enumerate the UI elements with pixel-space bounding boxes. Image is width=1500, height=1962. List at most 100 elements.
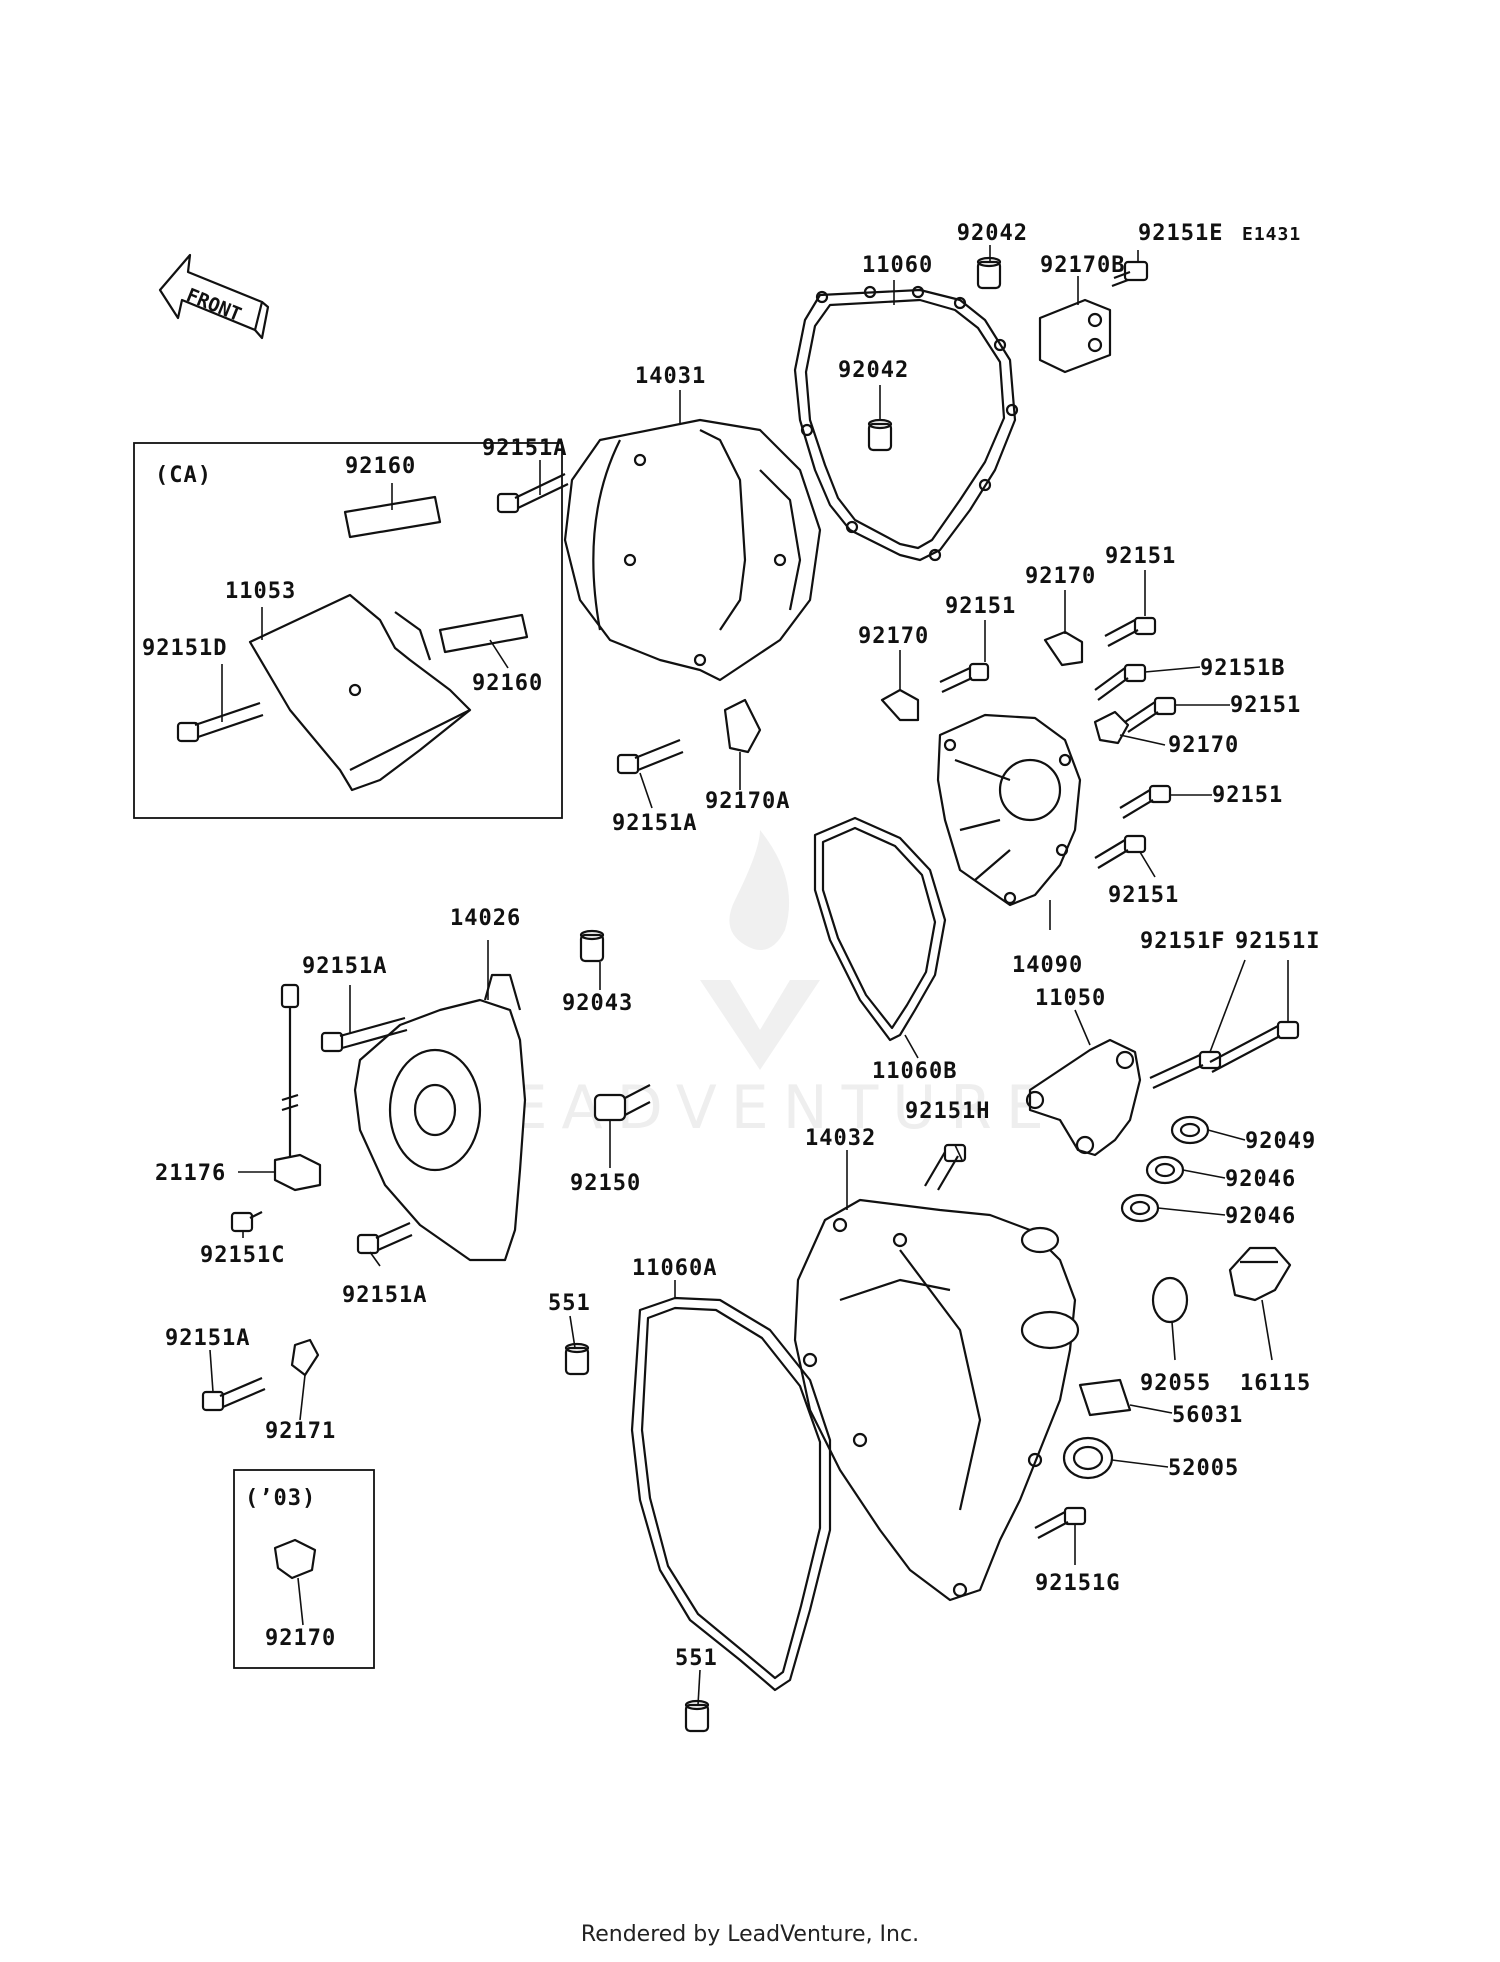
part-92046-bearing-a (1145, 1155, 1185, 1185)
diagram-code: E1431 (1242, 224, 1301, 245)
label-92170A[interactable]: 92170A (705, 789, 790, 814)
label-92151-a[interactable]: 92151 (1105, 544, 1176, 569)
label-92151F[interactable]: 92151F (1140, 929, 1225, 954)
part-92170-clamp-c (1093, 710, 1130, 745)
part-92170A-clamp (723, 698, 762, 754)
part-92151I-bolt (1209, 1020, 1300, 1073)
watermark: LEADVENTURE (462, 830, 1058, 1143)
label-92170B[interactable]: 92170B (1040, 253, 1125, 278)
part-92151A-bolt-5 (201, 1376, 266, 1412)
part-14031-cover (563, 418, 822, 682)
label-92049[interactable]: 92049 (1245, 1129, 1316, 1154)
label-92151I[interactable]: 92151I (1235, 929, 1320, 954)
part-14026-cover (353, 973, 527, 1262)
label-14032[interactable]: 14032 (805, 1126, 876, 1151)
label-11060B[interactable]: 11060B (872, 1059, 957, 1084)
part-labels: 92042 92151E 11060 92170B 14031 92042 92… (142, 221, 1320, 1671)
part-92171-clamp (290, 1338, 320, 1377)
inset-ca-box (133, 442, 563, 819)
part-11053-shield (248, 593, 472, 792)
label-92150[interactable]: 92150 (570, 1171, 641, 1196)
label-21176[interactable]: 21176 (155, 1161, 226, 1186)
part-21176-sensor (273, 983, 322, 1192)
label-11060[interactable]: 11060 (862, 253, 933, 278)
label-14026[interactable]: 14026 (450, 906, 521, 931)
label-92151C[interactable]: 92151C (200, 1243, 285, 1268)
label-14090[interactable]: 14090 (1012, 953, 1083, 978)
label-92151E[interactable]: 92151E (1138, 221, 1223, 246)
label-92151A-5[interactable]: 92151A (165, 1326, 250, 1351)
part-92160-label-2 (438, 613, 529, 654)
part-92151-bolt-b (939, 662, 990, 693)
label-14031[interactable]: 14031 (635, 364, 706, 389)
part-92151-bolt-d (1119, 784, 1172, 819)
label-92055[interactable]: 92055 (1140, 1371, 1211, 1396)
part-92151-bolt-e (1094, 834, 1147, 869)
label-551-a[interactable]: 551 (548, 1291, 591, 1316)
part-56031-label (1078, 1378, 1132, 1417)
label-92042-top[interactable]: 92042 (957, 221, 1028, 246)
label-92151A-4[interactable]: 92151A (342, 1283, 427, 1308)
label-92046-b[interactable]: 92046 (1225, 1204, 1296, 1229)
part-14032-cover (793, 1198, 1080, 1602)
label-92160-1[interactable]: 92160 (345, 454, 416, 479)
inset-03-box (233, 1469, 375, 1669)
part-92170-clamp-a (880, 688, 920, 722)
label-92151A-2[interactable]: 92151A (612, 811, 697, 836)
part-11060-gasket (793, 285, 1019, 562)
part-92151-bolt-a (1104, 616, 1157, 647)
part-92151E-bolt (1111, 260, 1149, 288)
label-92151-e[interactable]: 92151 (1108, 883, 1179, 908)
inset-ca-label: (CA) (155, 463, 212, 488)
label-92170-inset[interactable]: 92170 (265, 1626, 336, 1651)
label-92160-2[interactable]: 92160 (472, 671, 543, 696)
label-16115[interactable]: 16115 (1240, 1371, 1311, 1396)
label-92151D[interactable]: 92151D (142, 636, 227, 661)
label-92151H[interactable]: 92151H (905, 1099, 990, 1124)
part-92151A-bolt-4 (356, 1221, 413, 1255)
part-92151D-bolt (176, 701, 264, 743)
part-11050-bracket (1025, 1038, 1142, 1157)
label-92170-a[interactable]: 92170 (1025, 564, 1096, 589)
label-92170-b[interactable]: 92170 (858, 624, 929, 649)
label-92151G[interactable]: 92151G (1035, 1571, 1120, 1596)
part-92151G-bolt (1034, 1506, 1087, 1539)
footer-credit: Rendered by LeadVenture, Inc. (580, 1922, 920, 1947)
leader-lines (209, 245, 1289, 1706)
part-92151A-bolt-2 (616, 738, 684, 775)
part-92042-dowel-top (976, 256, 1002, 290)
part-11060B-gasket (813, 816, 947, 1042)
label-56031[interactable]: 56031 (1172, 1403, 1243, 1428)
watermark-text: LEADVENTURE (462, 1073, 1058, 1143)
part-92170-clamp-inset (273, 1538, 317, 1580)
part-551-dowel-b (684, 1699, 710, 1733)
part-92170-clamp-b (1043, 630, 1084, 667)
label-92042-mid[interactable]: 92042 (838, 358, 909, 383)
part-92151C-bolt (230, 1211, 263, 1233)
label-11060A[interactable]: 11060A (632, 1256, 717, 1281)
label-52005[interactable]: 52005 (1168, 1456, 1239, 1481)
label-92151A-3[interactable]: 92151A (302, 954, 387, 979)
part-92151A-bolt-3 (320, 1016, 408, 1053)
label-92151-c[interactable]: 92151 (1230, 693, 1301, 718)
label-92151A-1[interactable]: 92151A (482, 436, 567, 461)
label-92151B[interactable]: 92151B (1200, 656, 1285, 681)
label-92170-c[interactable]: 92170 (1168, 733, 1239, 758)
label-92043[interactable]: 92043 (562, 991, 633, 1016)
part-14090-cover (936, 713, 1082, 907)
label-92151-b[interactable]: 92151 (945, 594, 1016, 619)
part-92042-dowel-mid (867, 418, 893, 452)
label-11053[interactable]: 11053 (225, 579, 296, 604)
part-92151F-bolt (1149, 1050, 1222, 1089)
front-arrow-icon: FRONT (158, 253, 270, 340)
part-92151-bolt-c (1124, 696, 1177, 733)
label-551-b[interactable]: 551 (675, 1646, 718, 1671)
part-92043-dowel (579, 929, 605, 963)
inset-03-label: (’03) (245, 1486, 316, 1511)
label-92171[interactable]: 92171 (265, 1419, 336, 1444)
label-92046-a[interactable]: 92046 (1225, 1167, 1296, 1192)
part-16115-cap (1228, 1246, 1292, 1302)
label-92151-d[interactable]: 92151 (1212, 783, 1283, 808)
label-11050[interactable]: 11050 (1035, 986, 1106, 1011)
